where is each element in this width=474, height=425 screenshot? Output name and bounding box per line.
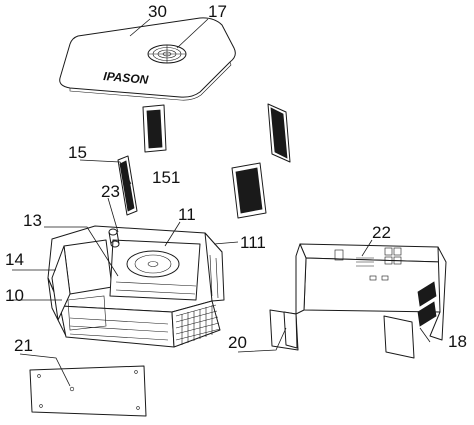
label-21: 21 [14, 336, 33, 355]
label-13: 13 [23, 211, 42, 230]
optical-drive [109, 239, 201, 301]
power-supply-box [51, 239, 113, 331]
label-17: 17 [208, 2, 227, 21]
label-111: 111 [240, 233, 266, 252]
bracket-18 [383, 246, 447, 359]
top-cover [59, 17, 236, 101]
plate-center-upper [142, 104, 167, 153]
label-10: 10 [5, 286, 24, 305]
brand-logo-text: IPASON [103, 69, 149, 87]
label-30: 30 [148, 2, 167, 21]
reference-labels: 30 17 15 151 23 11 13 111 22 14 10 20 18… [5, 2, 467, 355]
fan-grille [147, 44, 187, 64]
vent-grid-right [175, 254, 221, 345]
label-22: 22 [372, 223, 391, 242]
label-11: 11 [178, 205, 196, 224]
bracket-20 [269, 243, 307, 351]
plate-center-lower [231, 162, 267, 219]
label-20: 20 [228, 333, 247, 352]
label-14: 14 [5, 250, 24, 269]
label-151: 151 [152, 168, 180, 187]
label-23: 23 [101, 182, 120, 201]
plate-left-lower [117, 155, 138, 216]
vent-grid-front [69, 317, 169, 341]
bottom-plate-21 [29, 365, 147, 417]
leader-lines [12, 18, 431, 387]
label-15: 15 [68, 143, 87, 162]
label-18: 18 [448, 332, 467, 351]
plate-right-upper [267, 103, 291, 163]
connector-23 [108, 228, 120, 248]
